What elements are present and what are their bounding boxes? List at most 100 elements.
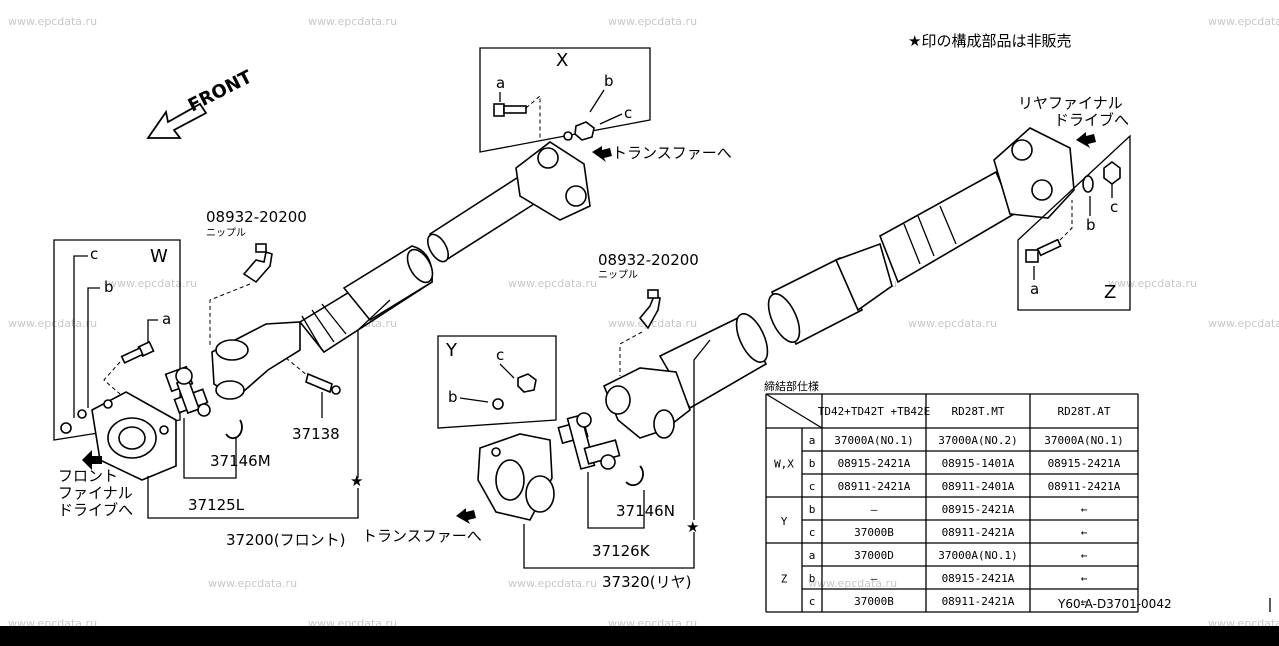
- front-final-label-3: ドライブへ: [58, 501, 133, 519]
- rear-final-label-1: リヤファイナル: [1018, 94, 1123, 112]
- detail-y-b: b: [448, 388, 458, 406]
- washer-icon: [77, 409, 87, 419]
- table-cell: 37000A(NO.2): [938, 434, 1017, 447]
- star-marker-rear: ★: [686, 518, 699, 536]
- detail-x-frame: [479, 47, 651, 153]
- front-propeller-shaft: [211, 141, 591, 400]
- detail-z-b: b: [1086, 216, 1096, 234]
- table-sub-cell: c: [809, 526, 816, 539]
- front-flange: [91, 391, 177, 481]
- part-37146m-label: 37146M: [210, 452, 271, 470]
- front-final-drive-callout: フロント ファイナル ドライブへ: [58, 450, 133, 519]
- watermark: www.epcdata.ru: [508, 577, 597, 590]
- rear-grease-nipple: [638, 289, 661, 330]
- table-group-cell: Y: [781, 515, 788, 528]
- detail-x-leaders: [499, 89, 623, 125]
- part-37146n-label: 37146N: [616, 502, 675, 520]
- table-cell: —: [871, 572, 878, 585]
- nut-icon: [517, 373, 537, 393]
- bolt-icon: [1025, 238, 1062, 263]
- spec-table-title: 締結部仕様: [764, 379, 819, 393]
- part-37138-label: 37138: [292, 425, 340, 443]
- to-transfer-front-label: トランスファーへ: [362, 527, 482, 545]
- table-sub-cell: b: [809, 457, 816, 470]
- front-label: FRONT: [185, 66, 256, 116]
- detail-z: Z a b c: [1017, 134, 1131, 311]
- table-sub-cell: c: [809, 480, 816, 493]
- detail-y-frame: [437, 335, 557, 429]
- grease-fitting: [305, 372, 341, 395]
- part-37125l-label: 37125L: [188, 496, 245, 514]
- watermark: www.epcdata.ru: [8, 15, 97, 28]
- watermark: www.epcdata.ru: [1108, 277, 1197, 290]
- watermark: www.epcdata.ru: [508, 277, 597, 290]
- watermark: www.epcdata.ru: [808, 577, 897, 590]
- arrow-icon: [82, 450, 102, 470]
- table-cell: 37000A(NO.1): [938, 549, 1017, 562]
- table-sub-cell: c: [809, 595, 816, 608]
- detail-w-frame: [53, 239, 181, 441]
- bottom-bar: [0, 626, 1279, 646]
- table-cell: ←: [1081, 572, 1088, 585]
- detail-x-a: a: [496, 74, 505, 92]
- arrow-icon: [592, 146, 612, 162]
- detail-y-c: c: [496, 346, 504, 364]
- nipple-rear-part-label: 08932-20200: [598, 251, 699, 269]
- nut-icon: [1103, 161, 1121, 185]
- table-sub-cell: b: [809, 572, 816, 585]
- table-cell: 08915-2421A: [942, 572, 1015, 585]
- detail-w: W c b a: [53, 239, 181, 441]
- watermark: www.epcdata.ru: [1208, 15, 1279, 28]
- nipple-rear-name-label: ニップル: [598, 269, 638, 281]
- rear-shaft-slip-joint: [878, 170, 1016, 284]
- rear-final-drive-callout: リヤファイナル ドライブへ: [1018, 94, 1129, 148]
- table-cell: ←: [1081, 503, 1088, 516]
- table-group-cell: W,X: [774, 458, 794, 471]
- front-grease-nipple: [242, 243, 273, 284]
- washer-icon: [1082, 175, 1094, 193]
- table-sub-cell: a: [809, 549, 816, 562]
- nut-icon: [60, 422, 72, 434]
- part-37320-label: 37320(リヤ): [602, 573, 691, 591]
- table-cell: 37000D: [854, 549, 894, 562]
- table-cell: 08915-2421A: [942, 503, 1015, 516]
- washer-icon: [492, 398, 504, 410]
- snap-ring-m: [225, 419, 243, 440]
- detail-w-dashed-guide: [103, 361, 121, 395]
- part-37200-label: 37200(フロント): [226, 531, 345, 549]
- star-leader-rear: [693, 339, 711, 520]
- watermark: www.epcdata.ru: [908, 317, 997, 330]
- table-cell: 08911-2421A: [1048, 480, 1121, 493]
- detail-w-leaders: [73, 255, 158, 418]
- table-cell: ←: [1081, 526, 1088, 539]
- rear-transfer-flange: [477, 433, 555, 521]
- watermark: www.epcdata.ru: [608, 317, 697, 330]
- front-final-label-2: ファイナル: [58, 484, 133, 502]
- nipple-front-guide: [209, 283, 251, 348]
- nipple-rear-guide: [619, 331, 643, 376]
- table-cell: 08915-2421A: [838, 457, 911, 470]
- detail-x: X a b c: [479, 47, 651, 153]
- table-diagonal: [765, 393, 823, 429]
- table-cell: 37000A(NO.1): [834, 434, 913, 447]
- watermark: www.epcdata.ru: [308, 15, 397, 28]
- table-cell: 08915-1401A: [942, 457, 1015, 470]
- front-final-label-1: フロント: [58, 467, 118, 485]
- watermark: www.epcdata.ru: [608, 15, 697, 28]
- front-arrow-icon: [146, 102, 208, 139]
- detail-x-c: c: [624, 104, 632, 122]
- watermark: www.epcdata.ru: [1208, 317, 1279, 330]
- detail-w-b: b: [104, 278, 114, 296]
- detail-w-a: a: [162, 310, 171, 328]
- part-37126k-label: 37126K: [592, 542, 651, 560]
- detail-z-a: a: [1030, 280, 1039, 298]
- table-cell: 37000B: [854, 526, 894, 539]
- non-sale-note: ★印の構成部品は非販売: [908, 32, 1071, 50]
- watermark: www.epcdata.ru: [8, 317, 97, 330]
- nut-icon: [574, 121, 595, 141]
- table-cell: 37000A(NO.1): [1044, 434, 1123, 447]
- bracket-37200: [147, 476, 359, 519]
- detail-x-dashed-guide: [525, 94, 541, 140]
